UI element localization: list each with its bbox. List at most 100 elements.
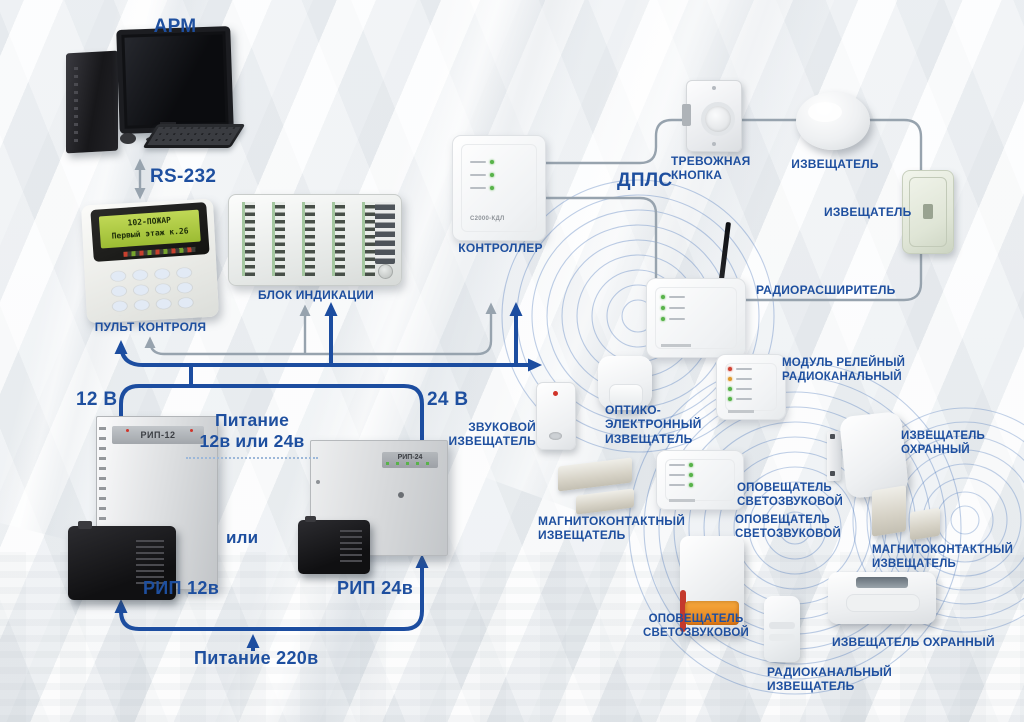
sound-detector-led [553,391,558,396]
relay-led [728,387,752,391]
relay-module-device [716,354,786,420]
battery-label-lines [340,530,362,562]
indication-buzzer [378,264,393,279]
io-module-cover [665,459,735,501]
magnet-block [558,457,632,492]
io-module-led [669,463,693,467]
rip12-label-strip: РИП-12 [112,426,204,444]
keypad-lcd: 102-ПОЖАР Первый этаж к.26 [98,209,201,249]
label-relay-module: МОДУЛЬ РЕЛЕЙНЫЙ РАДИОКАНАЛЬНЫЙ [782,357,906,383]
keypad-buttons [104,263,200,317]
magnet-strip-dot [830,434,835,439]
rip12-vents [99,424,106,580]
siren-orange-lens [685,601,739,625]
io-module-device [656,450,744,510]
expander-cover [655,287,737,349]
wall-detector-frame [909,177,947,247]
contact-block [872,485,906,537]
label-detector-wall: ИЗВЕЩАТЕЛЬ [824,205,912,219]
indication-block-device [228,194,402,286]
controller-model-text: С2000-КДЛ [470,216,505,222]
label-radio-expander: РАДИОРАСШИРИТЕЛЬ [756,283,896,297]
label-rip24: РИП 24в [337,578,414,598]
rip12-led [126,429,129,432]
label-detector-dome: ИЗВЕЩАТЕЛЬ [791,157,879,171]
rip12-device: РИП-12 [68,416,218,602]
label-sounder-1: ОПОВЕЩАТЕЛЬ СВЕТОЗВУКОВОЙ [737,482,843,508]
radio-pir-lens [769,622,795,629]
label-12v: 12 В [76,389,118,410]
battery-label-lines [136,540,164,584]
label-or: или [226,528,259,547]
rip24-hinge [316,480,320,484]
label-24v: 24 В [427,389,469,410]
pc-mouse [120,133,136,144]
rip24-led-row [386,462,434,465]
label-supply-line1: Питание [214,410,290,430]
control-keypad-device: 102-ПОЖАР Первый этаж к.26 [81,198,219,324]
battery-terminal [78,521,92,529]
dome-detector-device [796,92,870,150]
pc-monitor [116,26,234,134]
security-detector-device-1 [825,410,910,500]
label-optical-detector: ОПТИКО-ЭЛЕКТРОННЫЙ ИЗВЕЩАТЕЛЬ [605,403,702,446]
label-controller: КОНТРОЛЛЕР [458,241,543,255]
indication-led-column [272,202,285,276]
label-sound-detector: ЗВУКОВОЙ ИЗВЕЩАТЕЛЬ [448,420,536,449]
label-rs232: RS-232 [150,166,217,187]
label-magnetic-detector-1: МАГНИТОКОНТАКТНЫЙ ИЗВЕЩАТЕЛЬ [538,514,686,543]
label-security-detector-1: ИЗВЕЩАТЕЛЬ ОХРАННЫЙ [901,430,985,456]
expander-model-bar [661,344,691,347]
keypad-led-row [123,246,196,257]
ceiling-detector-lens [846,594,920,612]
panic-button-device [682,80,742,152]
magnetic-contact-device-2 [872,485,942,546]
pc-tower-vents [74,62,78,142]
indication-led-column [302,202,315,276]
rip12-led [190,429,193,432]
rip24-label-strip: РИП-24 [382,452,438,468]
wire-blue-bus [114,340,542,372]
label-supply-line2: 12в или 24в [199,431,305,451]
io-module-led [669,483,693,487]
label-arm: АРМ [153,16,197,37]
panic-screw [712,86,716,90]
label-radio-detector: РАДИОКАНАЛЬНЫЙ ИЗВЕЩАТЕЛЬ [767,665,892,694]
label-indication-block: БЛОК ИНДИКАЦИИ [257,288,374,302]
expander-led [661,295,685,299]
rip12-battery [68,521,176,600]
indication-led-column [242,202,255,276]
controller-led [470,160,494,164]
wire-power-bracket [119,384,424,442]
magnetic-contact-device-1 [558,457,640,516]
io-module-led [669,473,693,477]
magnet-strip-dot [830,471,835,476]
ceiling-detector-window [856,577,908,588]
controller-led [470,173,494,177]
contact-block [576,488,634,515]
controller-device: С2000-КДЛ [452,135,546,241]
label-panic-button: ТРЕВОЖНАЯ КНОПКА [671,154,751,183]
keypad-display-bezel: 102-ПОЖАР Первый этаж к.26 [90,202,210,262]
relay-model-bar [728,410,754,413]
label-magnetic-detector-2: МАГНИТОКОНТАКТНЫЙ ИЗВЕЩАТЕЛЬ [872,544,1014,570]
rip24-battery [298,516,370,574]
magnet-block [910,507,940,541]
expander-led [661,306,685,310]
siren-device [680,536,744,634]
radio-expander-device [646,221,746,358]
battery-terminal [305,516,316,522]
label-supply-choice: Питание 12в или 24в [186,410,318,459]
expander-body [646,278,746,358]
indication-led-column [332,202,345,276]
label-sounder-3: ОПОВЕЩАТЕЛЬ СВЕТОЗВУКОВОЙ [643,613,749,639]
label-mains-220v: Питание 220в [194,648,319,668]
panic-side-tab [682,104,691,126]
magnet-strip [827,431,841,481]
panic-screw [712,142,716,146]
relay-led [728,377,752,381]
controller-cover [461,144,537,232]
supply-divider [186,457,318,459]
radio-pir-body [764,596,800,662]
